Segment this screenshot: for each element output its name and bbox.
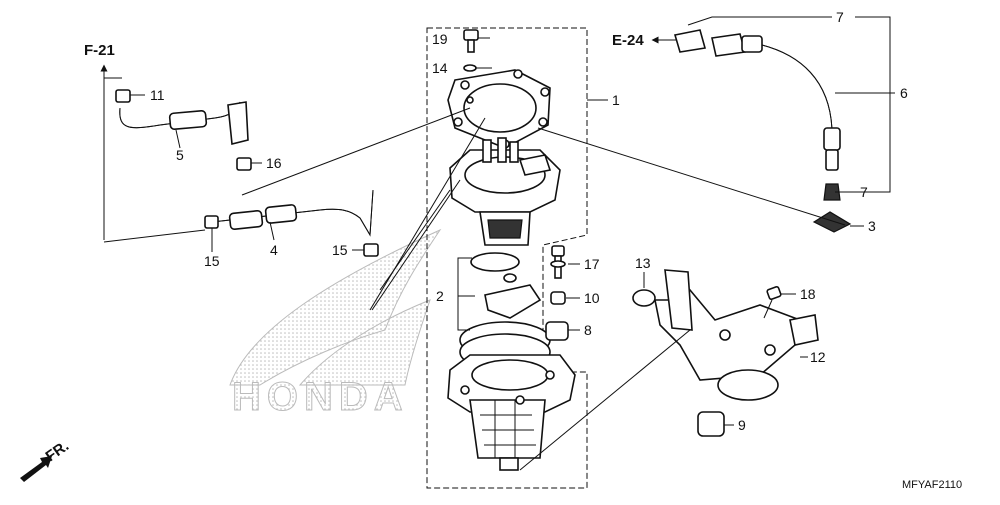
callout-2: 2: [436, 288, 444, 304]
ref-front: FR.: [20, 437, 72, 482]
grommet-8: [545, 321, 569, 341]
hose-5: [115, 89, 252, 171]
callout-1: 1: [612, 92, 620, 108]
diagram-code: MFYAF2110: [902, 479, 962, 491]
callout-13: 13: [635, 255, 651, 271]
callouts: 11 5 16 15 4 15 19 14 1 2 17 10 8 7 6 7 …: [150, 9, 908, 433]
callout-5: 5: [176, 147, 184, 163]
callout-15-left: 15: [204, 253, 220, 269]
callout-19: 19: [432, 31, 448, 47]
washer-14: [463, 64, 477, 72]
o-ring: [470, 252, 520, 272]
bolt-18: [763, 286, 782, 319]
hose-4: [204, 189, 379, 257]
callout-14: 14: [432, 60, 448, 76]
callout-11: 11: [150, 87, 165, 103]
pump-flange-plate: [447, 69, 551, 149]
callout-16: 16: [266, 155, 282, 171]
filter-plate-2: [484, 284, 542, 319]
grommet-13: [632, 289, 656, 307]
callout-9: 9: [738, 417, 746, 433]
leader-lines: [130, 16, 895, 471]
callout-4: 4: [270, 242, 278, 258]
ref-e24: E-24: [612, 32, 678, 49]
callout-3: 3: [868, 218, 876, 234]
callout-10: 10: [584, 290, 600, 306]
callout-7-bottom: 7: [860, 184, 868, 200]
collar-10: [550, 291, 566, 305]
ref-label-f21: F-21: [84, 42, 115, 59]
bolt-17: [550, 245, 566, 279]
callout-17: 17: [584, 256, 600, 272]
callout-18: 18: [800, 286, 816, 302]
watermark-text: HONDA: [232, 375, 409, 419]
honda-watermark: HONDA: [229, 228, 442, 420]
callout-12: 12: [810, 349, 826, 365]
callout-8: 8: [584, 322, 592, 338]
bolt-19: [463, 29, 479, 53]
callout-7-top: 7: [836, 9, 844, 25]
small-seal: [503, 273, 517, 283]
bracket-12: [654, 269, 819, 401]
clamp-3: [812, 211, 852, 233]
pump-top-cap: [449, 137, 561, 246]
fuel-line-6: [673, 29, 841, 201]
assembly-outline: [426, 27, 588, 489]
callout-15-right: 15: [332, 242, 348, 258]
callout-6: 6: [900, 85, 908, 101]
ref-f21: F-21: [84, 42, 206, 243]
fuel-pump-body: [447, 321, 576, 471]
ref-label-e24: E-24: [612, 32, 644, 49]
grommet-9: [697, 411, 725, 437]
